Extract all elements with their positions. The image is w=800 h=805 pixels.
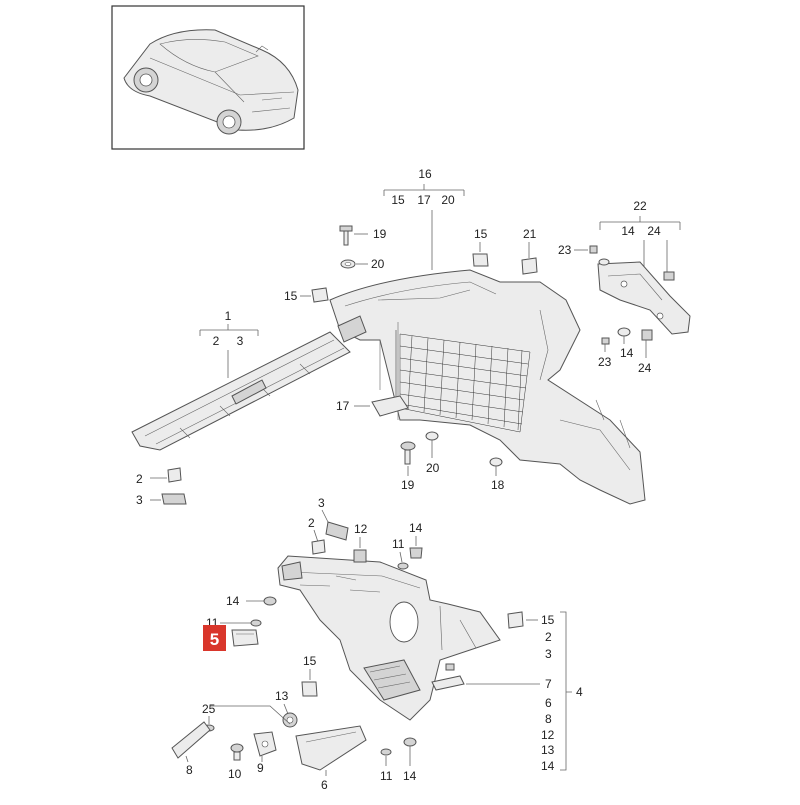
bracket-4: 4 15 2 3 7 6 8 12 13 14 [541,611,583,773]
callout-15-c[interactable]: 15 [541,613,555,627]
callout-22-14[interactable]: 14 [621,224,635,238]
callout-16-15[interactable]: 15 [391,193,405,207]
clip-13-a: 13 [275,689,298,728]
callout-19-bottom[interactable]: 19 [401,478,415,492]
clip-14-c: 14 [226,594,277,608]
clip-14-d: 14 [403,737,417,783]
callout-16-17[interactable]: 17 [417,193,431,207]
callout-22[interactable]: 22 [633,199,647,213]
callout-4-6[interactable]: 6 [545,696,552,710]
bracket-1: 1 2 3 [199,309,259,378]
callout-9[interactable]: 9 [257,761,264,775]
callout-16[interactable]: 16 [418,167,432,181]
cover-17: 17 [336,395,409,417]
car-overview-icon [111,5,305,150]
clip-14-b: 14 [409,521,423,559]
clip-15-right: 15 [507,611,555,629]
callout-4-7[interactable]: 7 [545,677,552,691]
callout-13-a[interactable]: 13 [275,689,289,703]
callout-11-a[interactable]: 11 [392,537,405,551]
callout-15-b[interactable]: 15 [474,227,488,241]
callout-15-d[interactable]: 15 [303,654,317,668]
bracket-22: 22 14 24 [599,199,681,276]
screw-11-a: 11 [392,537,409,570]
callout-4-14[interactable]: 14 [541,759,555,773]
screw-19-top: 19 [339,225,387,246]
callout-2-b[interactable]: 2 [308,516,315,530]
callout-3-a[interactable]: 3 [136,493,143,507]
callout-16-20[interactable]: 20 [441,193,455,207]
callout-12-a[interactable]: 12 [354,522,368,536]
luggage-side-trim-4 [277,555,501,721]
cover-8: 8 [171,705,291,777]
callout-1-3[interactable]: 3 [237,334,244,348]
nut-3-sill: 3 [136,493,187,507]
callout-4-3[interactable]: 3 [545,647,552,661]
callout-19-top[interactable]: 19 [373,227,387,241]
clip-2-sill: 2 [136,467,182,486]
callout-20-bottom[interactable]: 20 [426,461,440,475]
callout-10[interactable]: 10 [228,767,242,781]
callout-20-top[interactable]: 20 [371,257,385,271]
clip-15-lower: 15 [301,654,318,697]
screw-11-c: 11 [380,748,393,783]
nut-3-lower: 3 [318,496,349,541]
callout-18[interactable]: 18 [491,478,505,492]
clip-21: 21 [521,227,538,275]
callout-6-a[interactable]: 6 [321,778,328,792]
clip-12-a: 12 [353,522,368,563]
washer-20-top: 20 [340,257,385,271]
bracket-16: 16 15 17 20 [383,167,465,270]
door-sill-plate-1 [131,331,351,451]
callout-14-d[interactable]: 14 [403,769,417,783]
screw-19-bottom: 19 [400,441,416,492]
highlighted-part-5[interactable]: 5 [203,625,259,651]
callout-24[interactable]: 24 [638,361,652,375]
washer-20-bottom: 20 [425,431,440,475]
clip-15-top: 15 [472,227,489,267]
callout-21[interactable]: 21 [523,227,537,241]
bracket-9: 9 [253,731,277,775]
clip-15-left: 15 [284,287,329,303]
trunk-side-trim-16 [329,269,646,505]
trim-strip-7 [431,663,540,691]
bracket-22-part: 23 23 14 24 [558,243,691,375]
callout-23-a[interactable]: 23 [558,243,572,257]
callout-11-c[interactable]: 11 [380,769,393,783]
callout-5[interactable]: 5 [210,630,219,649]
callout-1-2[interactable]: 2 [213,334,220,348]
callout-4-12[interactable]: 12 [541,728,555,742]
screw-10: 10 [228,743,244,781]
callout-22-24[interactable]: 24 [647,224,661,238]
callout-8[interactable]: 8 [186,763,193,777]
plug-18: 18 [489,457,505,492]
callout-1[interactable]: 1 [225,309,232,323]
callout-4-2[interactable]: 2 [545,630,552,644]
callout-3-b[interactable]: 3 [318,496,325,510]
callout-4-13[interactable]: 13 [541,743,555,757]
callout-14-c[interactable]: 14 [226,594,240,608]
callout-2-a[interactable]: 2 [136,472,143,486]
callout-14-b[interactable]: 14 [409,521,423,535]
trim-panel-6: 6 [295,725,367,792]
callout-4-8[interactable]: 8 [545,712,552,726]
callout-25[interactable]: 25 [202,702,216,716]
callout-15-a[interactable]: 15 [284,289,298,303]
callout-14-a[interactable]: 14 [620,346,634,360]
clip-2-lower: 2 [308,516,326,555]
callout-23-b[interactable]: 23 [598,355,612,369]
callout-4[interactable]: 4 [576,685,583,699]
callout-17[interactable]: 17 [336,399,350,413]
